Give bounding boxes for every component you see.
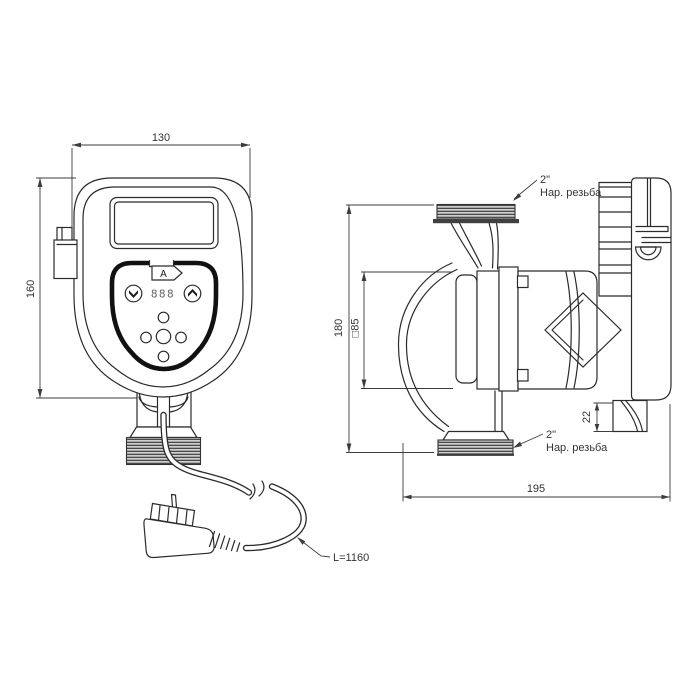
display-window-screen <box>113 201 215 245</box>
dim-gland-22: 22 <box>581 402 613 432</box>
dim-height-160: 160 <box>25 177 139 399</box>
control-box-side <box>612 177 672 433</box>
side-connector <box>53 226 78 280</box>
button-up[interactable] <box>183 284 202 303</box>
dim-flange-85: □85 <box>350 271 453 389</box>
button-bottom[interactable] <box>157 350 170 363</box>
chevron-up-icon <box>188 289 197 297</box>
volute-inner <box>405 268 458 428</box>
plug-strain-relief <box>208 530 241 553</box>
chevron-down-icon <box>129 290 138 298</box>
pipe-bottom <box>494 390 503 433</box>
cable-break-mark <box>249 483 256 500</box>
dim-depth-label: 195 <box>527 483 545 495</box>
thread-label-bottom: 2" Нар. резьба <box>513 429 608 454</box>
thread-bottom-type-label: Нар. резьба <box>546 442 608 454</box>
mode-flag-label: A <box>160 269 167 280</box>
panel-notch-mask <box>149 258 174 268</box>
cable-hook-outer <box>634 246 662 261</box>
volute-outer <box>397 262 453 433</box>
thread-bottom-size-label: 2" <box>546 429 556 441</box>
motor-endcap-line <box>573 271 580 389</box>
dim-width-130: 130 <box>71 132 251 232</box>
button-right[interactable] <box>175 331 187 344</box>
power-cable: L=1160 <box>143 411 369 564</box>
flow-diamond <box>544 292 622 368</box>
dim-flange-label: □85 <box>350 319 362 338</box>
button-center[interactable] <box>155 328 172 345</box>
nav-button-cluster <box>140 311 187 363</box>
dim-width-label: 130 <box>152 132 170 144</box>
control-panel <box>109 260 219 372</box>
flange-tab-bottom <box>516 368 529 382</box>
button-down[interactable] <box>124 284 143 303</box>
segment-display: 888 <box>151 288 175 301</box>
dim-height-label: 160 <box>25 280 37 298</box>
thread-top-type-label: Нар. резьба <box>540 187 602 199</box>
motor-body <box>517 270 598 390</box>
display-window-outline <box>109 196 219 250</box>
dim-height-180: 180 <box>333 204 434 453</box>
dim-depth-195: 195 <box>402 404 671 502</box>
motor-flange <box>455 266 519 392</box>
cable-hook-inner <box>639 246 657 256</box>
top-thread-fitting <box>433 203 519 224</box>
pipe-neck <box>450 222 499 270</box>
button-left[interactable] <box>140 331 152 344</box>
plug-pin <box>170 493 178 509</box>
thread-label-top: 2" Нар. резьба <box>513 174 602 201</box>
power-plug <box>143 493 241 559</box>
cable-length-label: L=1160 <box>333 552 369 564</box>
cable-break-mark <box>258 480 265 497</box>
cable-length-leader: L=1160 <box>297 537 369 564</box>
mode-flag <box>151 265 183 281</box>
cooling-fins <box>598 181 633 297</box>
side-view: 180 □85 195 <box>333 174 672 502</box>
dim-side-height-label: 180 <box>333 319 345 337</box>
flange-tab-top <box>516 275 529 289</box>
bottom-thread-fitting <box>437 430 514 456</box>
motor-endcap-line <box>565 271 572 389</box>
button-top[interactable] <box>157 311 170 324</box>
front-view: 130 160 <box>25 132 253 466</box>
thread-top-size-label: 2" <box>540 174 550 186</box>
dim-gland-label: 22 <box>581 411 593 423</box>
plug-body <box>143 518 215 559</box>
pump-body-inner-line <box>82 186 244 388</box>
